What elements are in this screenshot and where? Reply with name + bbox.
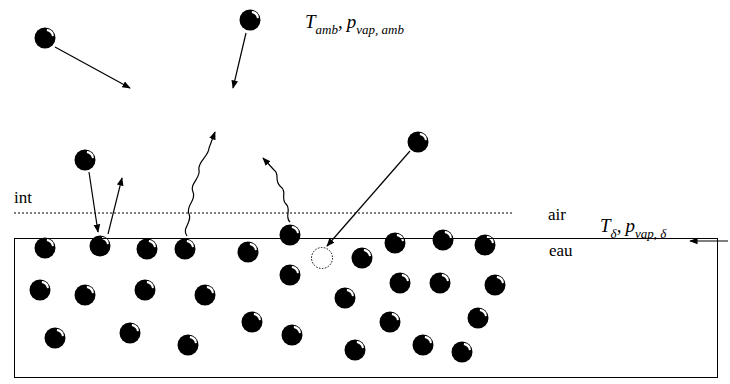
interface-label: int (14, 189, 32, 206)
interface-line (14, 213, 512, 214)
symbol: T (600, 216, 611, 235)
separator: , (617, 216, 622, 235)
arrows (55, 33, 728, 246)
symbol: p (347, 12, 357, 31)
molecules (30, 10, 506, 363)
subscript: δ (611, 227, 617, 240)
symbol: T (305, 12, 316, 31)
symbol: p (625, 216, 635, 235)
region-label: air (548, 206, 566, 223)
subscript: vap, amb (356, 23, 404, 36)
water-region: eau (14, 238, 718, 378)
vacancy (312, 248, 333, 269)
separator: , (338, 12, 343, 31)
region-label: eau (549, 242, 573, 259)
subscript: vap, δ (635, 227, 666, 240)
subscript: amb (316, 23, 338, 36)
